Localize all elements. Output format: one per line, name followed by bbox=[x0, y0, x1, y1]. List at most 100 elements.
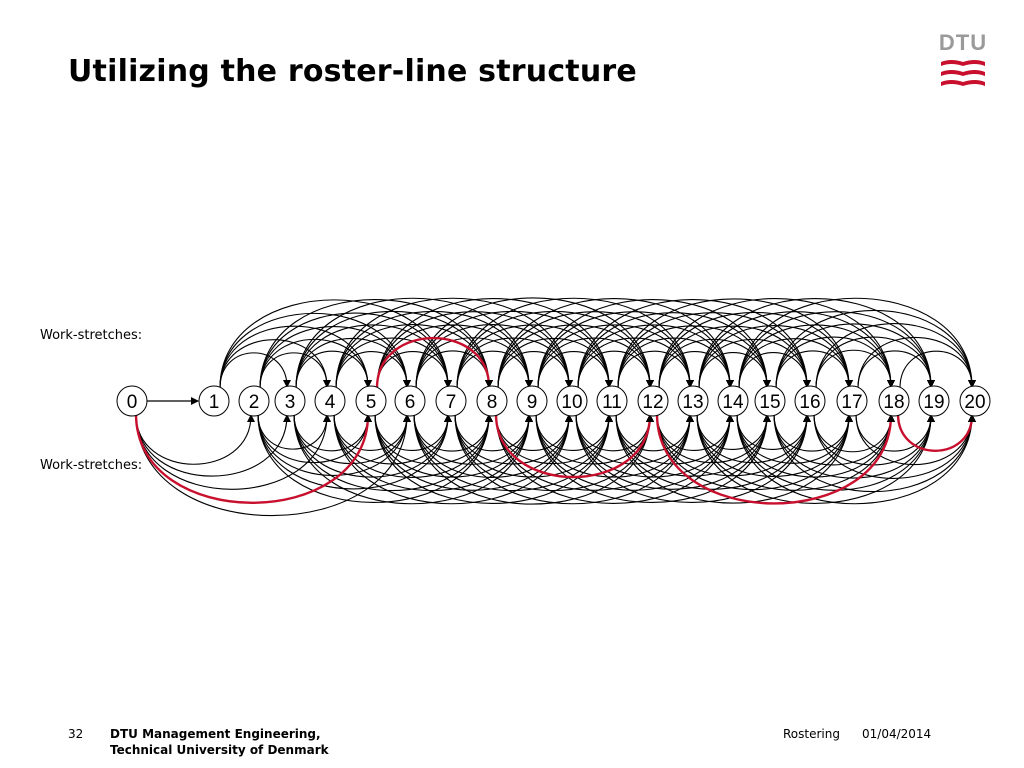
node-label: 17 bbox=[841, 392, 862, 413]
edge-top-2-8 bbox=[259, 299, 493, 389]
edge-bottom-5-11 bbox=[374, 413, 613, 504]
node-label: 8 bbox=[487, 392, 498, 413]
edge-top-7-11 bbox=[456, 324, 613, 389]
edge-top-14-16 bbox=[738, 352, 811, 389]
edge-bottom-6-8 bbox=[413, 413, 493, 452]
edge-top-4-10 bbox=[335, 297, 573, 389]
edge-bottom-6-10 bbox=[413, 413, 573, 478]
edge-top-16-18 bbox=[815, 349, 895, 389]
node-circle bbox=[476, 385, 508, 417]
node-2: 2 bbox=[238, 385, 270, 417]
node-label: 6 bbox=[405, 392, 416, 413]
edge-top-12-18 bbox=[658, 298, 895, 389]
edge-bottom-13-17 bbox=[696, 413, 853, 477]
edge-top-8-11 bbox=[497, 337, 613, 389]
node-circle bbox=[198, 385, 230, 417]
node-circle bbox=[836, 385, 868, 417]
node-0: 0 bbox=[116, 385, 148, 417]
edge-bottom-11-17 bbox=[615, 413, 853, 504]
node-label: 10 bbox=[561, 392, 582, 413]
edge-top-9-14 bbox=[537, 311, 734, 389]
node-18: 18 bbox=[878, 385, 910, 417]
edge-top-4-7 bbox=[335, 337, 452, 389]
edge-top-13-15 bbox=[698, 352, 771, 389]
edge-bottom-2-6 bbox=[257, 413, 411, 477]
slide-title: Utilizing the roster-line structure bbox=[68, 54, 637, 89]
edge-top-1-5 bbox=[219, 325, 372, 389]
edge-top-1-3 bbox=[219, 352, 291, 389]
edge-bottom-16-20 bbox=[813, 413, 976, 479]
node-9: 9 bbox=[516, 385, 548, 417]
node-circle bbox=[717, 385, 749, 417]
edge-top-10-14 bbox=[577, 324, 734, 389]
edge-bottom-2-8 bbox=[257, 413, 493, 503]
edge-top-12-14 bbox=[658, 351, 734, 389]
edge-top-3-8 bbox=[295, 310, 493, 389]
node-label: 2 bbox=[249, 392, 260, 413]
node-label: 9 bbox=[527, 392, 538, 413]
node-circle bbox=[556, 385, 588, 417]
work-stretches-label-bottom: Work-stretches: bbox=[40, 458, 143, 473]
dtu-logo-mark-icon bbox=[941, 60, 985, 86]
edge-bottom-5-10 bbox=[374, 413, 573, 491]
edge-bottom-13-19 bbox=[696, 413, 935, 504]
logo-text: DTU bbox=[938, 30, 988, 55]
node-14: 14 bbox=[717, 385, 749, 417]
footer-organization: DTU Management Engineering, Technical Un… bbox=[110, 726, 329, 758]
edge-top-6-10 bbox=[415, 324, 573, 389]
edge-top-11-14 bbox=[617, 337, 734, 389]
edge-bottom-10-14 bbox=[575, 413, 734, 478]
node-6: 6 bbox=[394, 385, 426, 417]
edge-top-15-18 bbox=[775, 336, 895, 389]
edge-top-3-7 bbox=[295, 324, 452, 389]
edge-top-3-9 bbox=[295, 297, 533, 389]
edge-bottom-3-6 bbox=[293, 413, 411, 465]
highlight-bottom-8-12 bbox=[494, 413, 654, 479]
edge-bottom-7-12 bbox=[454, 413, 654, 492]
edge-bottom-11-13 bbox=[615, 413, 694, 452]
edge-top-12-16 bbox=[658, 325, 811, 389]
node-label: 3 bbox=[285, 392, 296, 413]
node-label: 13 bbox=[682, 392, 703, 413]
node-circle bbox=[878, 385, 910, 417]
edge-top-2-4 bbox=[259, 352, 331, 389]
edge-top-17-19 bbox=[857, 350, 935, 389]
edge-bottom-6-9 bbox=[413, 413, 533, 465]
node-label: 5 bbox=[366, 392, 377, 413]
edge-top-11-13 bbox=[617, 350, 694, 389]
edge-bottom-9-13 bbox=[535, 413, 694, 478]
edge-top-13-16 bbox=[698, 338, 811, 389]
edge-top-2-5 bbox=[259, 338, 372, 389]
edge-top-9-12 bbox=[537, 337, 654, 389]
edge-top-11-16 bbox=[617, 312, 811, 389]
node-19: 19 bbox=[918, 385, 950, 417]
node-3: 3 bbox=[274, 385, 306, 417]
edge-bottom-3-8 bbox=[293, 413, 493, 492]
highlight-bottom-0-5 bbox=[134, 413, 372, 504]
node-label: 11 bbox=[602, 392, 622, 413]
edge-bottom-3-7 bbox=[293, 413, 452, 478]
edge-top-6-11 bbox=[415, 310, 613, 389]
edge-bottom-14-16 bbox=[736, 413, 811, 450]
node-circle bbox=[596, 385, 628, 417]
node-10: 10 bbox=[556, 385, 588, 417]
edge-top-8-14 bbox=[497, 298, 734, 389]
edge-bottom-8-13 bbox=[495, 413, 694, 491]
edge-top-14-19 bbox=[738, 311, 935, 389]
footer-date: 01/04/2014 bbox=[862, 727, 932, 741]
edge-top-13-17 bbox=[698, 325, 853, 389]
node-circle bbox=[116, 385, 148, 417]
node-circle bbox=[677, 385, 709, 417]
edge-bottom-15-17 bbox=[773, 413, 853, 452]
node-circle bbox=[355, 385, 387, 417]
node-circle bbox=[959, 385, 991, 417]
edge-bottom-16-18 bbox=[813, 413, 895, 453]
edge-top-1-6 bbox=[219, 312, 411, 389]
edge-bottom-10-16 bbox=[575, 413, 811, 503]
footer-topic: Rostering bbox=[783, 727, 840, 741]
edge-bottom-13-15 bbox=[696, 413, 771, 450]
node-circle bbox=[435, 385, 467, 417]
node-12: 12 bbox=[637, 385, 669, 417]
edge-top-10-15 bbox=[577, 312, 771, 389]
